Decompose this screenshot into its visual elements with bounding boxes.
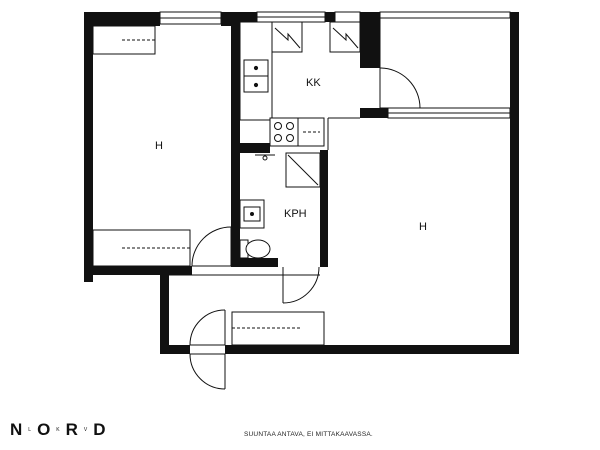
room-label-living-room: H <box>419 221 427 233</box>
bath-fixtures <box>239 152 321 259</box>
logo-letter-small: K <box>56 427 60 433</box>
logo-letter: O <box>37 420 51 439</box>
room-label-bedroom: H <box>155 140 163 152</box>
windows <box>159 11 511 119</box>
doors <box>189 67 421 390</box>
disclaimer-text: SUUNTAA ANTAVA, EI MITTAKAAVASSA. <box>244 431 373 438</box>
kitchen-stove <box>269 117 299 147</box>
furniture <box>92 25 325 346</box>
bedroom-wardrobe-bottom <box>92 229 191 267</box>
brand-logo: N L O K R V D <box>10 420 106 440</box>
partition-lines <box>169 18 381 276</box>
logo-letter: N <box>10 420 23 439</box>
room-label-kitchen: KK <box>306 77 321 89</box>
logo-letter: D <box>93 420 106 439</box>
logo-letter-small: V <box>83 427 88 433</box>
room-label-bathroom: KPH <box>284 208 307 220</box>
walls <box>84 12 519 354</box>
kitchen-fixtures <box>239 21 361 147</box>
floor-plan: H KK KPH H <box>84 11 519 390</box>
logo-letter: R <box>65 420 78 439</box>
toilet-bowl <box>245 239 271 259</box>
logo-letter-small: L <box>28 427 32 433</box>
